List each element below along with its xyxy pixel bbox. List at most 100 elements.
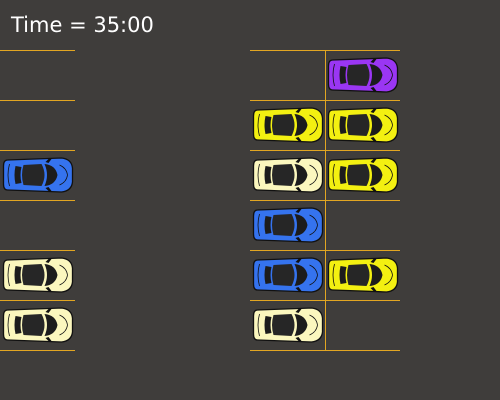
car-rear-window (14, 266, 22, 284)
car-hood-line (384, 64, 393, 86)
purple-car[interactable] (327, 57, 399, 93)
blue-car[interactable] (252, 207, 324, 243)
car-windshield (294, 264, 308, 286)
car-mirror (370, 258, 377, 263)
car-roof (272, 264, 295, 286)
car-trunk-line (257, 263, 260, 287)
yellow-car[interactable] (252, 107, 324, 143)
car-rear-window (339, 266, 347, 284)
car-windshield (294, 314, 308, 336)
car-windshield (294, 114, 308, 136)
car-mirror (45, 308, 52, 313)
blue-car[interactable] (252, 257, 324, 293)
car-rear-window (264, 216, 272, 234)
car-windshield (369, 114, 383, 136)
car-trunk-line (7, 163, 10, 187)
car-windshield (44, 314, 58, 336)
car-roof (272, 214, 295, 236)
car-hood-line (59, 264, 68, 286)
car-trunk-line (332, 163, 335, 187)
car-mirror (370, 187, 377, 192)
car-rear-window (339, 116, 347, 134)
cream-car[interactable] (252, 157, 324, 193)
car-mirror (370, 287, 377, 292)
car-mirror (295, 187, 302, 192)
car-trunk-line (332, 263, 335, 287)
car-trunk-line (7, 313, 10, 337)
blue-car[interactable] (2, 157, 74, 193)
car-mirror (370, 108, 377, 113)
car-roof (22, 314, 45, 336)
car-trunk-line (257, 313, 260, 337)
car-trunk-line (257, 113, 260, 137)
car-rear-window (264, 166, 272, 184)
car-hood-line (309, 214, 318, 236)
car-hood-line (384, 164, 393, 186)
car-mirror (45, 187, 52, 192)
car-trunk-line (7, 263, 10, 287)
car-hood-line (59, 164, 68, 186)
car-mirror (295, 137, 302, 142)
car-hood-line (384, 114, 393, 136)
car-roof (22, 164, 45, 186)
car-hood-line (309, 314, 318, 336)
car-mirror (370, 87, 377, 92)
car-mirror (45, 287, 52, 292)
car-roof (347, 164, 370, 186)
cream-car[interactable] (2, 257, 74, 293)
car-mirror (295, 337, 302, 342)
car-roof (347, 114, 370, 136)
car-mirror (370, 158, 377, 163)
yellow-car[interactable] (327, 257, 399, 293)
car-rear-window (14, 166, 22, 184)
car-windshield (44, 264, 58, 286)
car-mirror (370, 58, 377, 63)
car-roof (272, 314, 295, 336)
car-rear-window (264, 266, 272, 284)
car-mirror (45, 258, 52, 263)
car-windshield (369, 164, 383, 186)
timer-display: Time = 35:00 (11, 13, 154, 37)
cars-layer (2, 57, 399, 343)
car-hood-line (309, 164, 318, 186)
car-hood-line (59, 314, 68, 336)
parking-lines (0, 50, 400, 351)
car-roof (272, 164, 295, 186)
car-mirror (295, 308, 302, 313)
car-windshield (44, 164, 58, 186)
car-mirror (295, 108, 302, 113)
car-mirror (295, 158, 302, 163)
car-rear-window (339, 66, 347, 84)
car-mirror (295, 287, 302, 292)
car-hood-line (384, 264, 393, 286)
car-mirror (295, 208, 302, 213)
car-windshield (294, 214, 308, 236)
car-hood-line (309, 114, 318, 136)
car-mirror (295, 258, 302, 263)
car-windshield (369, 64, 383, 86)
yellow-car[interactable] (327, 157, 399, 193)
car-roof (347, 64, 370, 86)
car-trunk-line (257, 163, 260, 187)
car-rear-window (264, 116, 272, 134)
car-trunk-line (332, 63, 335, 87)
car-roof (347, 264, 370, 286)
car-roof (22, 264, 45, 286)
car-trunk-line (257, 213, 260, 237)
car-windshield (369, 264, 383, 286)
car-mirror (45, 337, 52, 342)
cream-car[interactable] (252, 307, 324, 343)
car-windshield (294, 164, 308, 186)
car-trunk-line (332, 113, 335, 137)
car-rear-window (14, 316, 22, 334)
car-mirror (45, 158, 52, 163)
car-roof (272, 114, 295, 136)
car-mirror (295, 237, 302, 242)
car-rear-window (339, 166, 347, 184)
car-mirror (370, 137, 377, 142)
cream-car[interactable] (2, 307, 74, 343)
car-rear-window (264, 316, 272, 334)
yellow-car[interactable] (327, 107, 399, 143)
car-hood-line (309, 264, 318, 286)
